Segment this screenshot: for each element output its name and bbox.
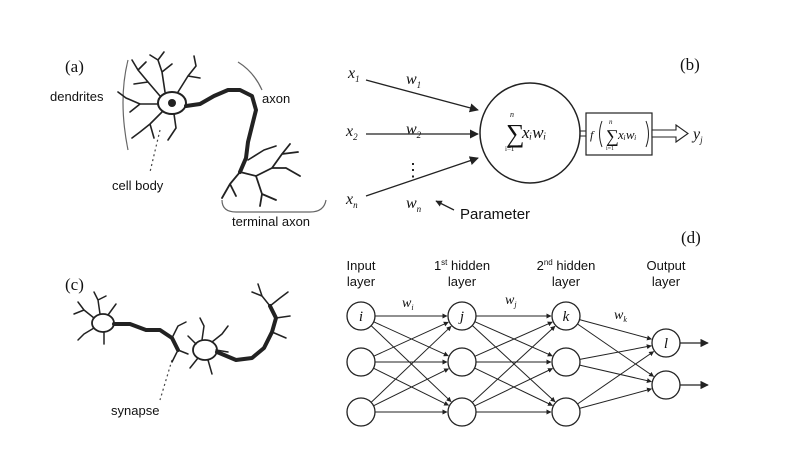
network-edge xyxy=(577,323,655,377)
panel-b: (b) x1 x2 xn w1 w2 wn ⋮ ∑ n i=1 xᵢwᵢ f ∑… xyxy=(345,55,703,223)
panel-b-label: (b) xyxy=(680,55,700,74)
hidden1-layer-label-line2: layer xyxy=(448,274,477,289)
input-arrow-n xyxy=(365,156,479,197)
input-x1: x1 xyxy=(347,65,360,84)
network-edge xyxy=(370,325,452,403)
input-layer-label-line1: Input xyxy=(347,258,376,273)
sum-lower-limit: i=1 xyxy=(505,145,515,153)
summation-node xyxy=(479,82,581,184)
network-node xyxy=(651,370,681,400)
network-node xyxy=(346,301,376,331)
dendrites-label: dendrites xyxy=(50,89,104,104)
network-node xyxy=(346,347,376,377)
network-edge xyxy=(373,321,449,357)
axon-bracket xyxy=(237,61,263,91)
panel-c-label: (c) xyxy=(65,275,84,294)
network-edge xyxy=(474,321,553,357)
network-edge xyxy=(370,325,452,403)
weight-wj: wj xyxy=(505,293,517,309)
network-edge xyxy=(373,368,450,407)
network-node xyxy=(346,397,376,427)
network-nodes: i j k l xyxy=(346,301,681,427)
network-node xyxy=(551,397,581,427)
terminal-axon-bracket xyxy=(221,199,327,213)
network-node-label: l xyxy=(664,336,668,352)
paren-left xyxy=(599,120,603,148)
synapse-neurons-icon xyxy=(73,283,291,375)
activation-function: f xyxy=(590,128,595,142)
sum-symbol: ∑ xyxy=(506,119,525,148)
paren-right xyxy=(645,120,649,148)
network-node xyxy=(551,347,581,377)
parameter-label: Parameter xyxy=(460,206,530,223)
weight-wn: wn xyxy=(406,195,422,214)
dendrites-bracket xyxy=(122,59,129,151)
network-node xyxy=(447,301,477,331)
hidden2-layer-label-line2: layer xyxy=(552,274,581,289)
hidden2-layer-label-line1: 2nd hidden xyxy=(537,258,596,273)
network-node xyxy=(447,347,477,377)
network-edge xyxy=(577,351,655,405)
weight-wk: wk xyxy=(614,308,627,324)
weight-w2: w2 xyxy=(406,121,422,140)
activation-sum-upper: n xyxy=(609,118,613,126)
network-node xyxy=(551,301,581,331)
biological-neuron-icon xyxy=(117,51,301,207)
network-edge xyxy=(471,325,556,403)
output-layer-label-line2: layer xyxy=(652,274,681,289)
network-edge xyxy=(471,325,556,403)
ellipsis-dots: ⋮ xyxy=(404,160,422,180)
output-yj: yj xyxy=(691,126,703,145)
synapse-pointer xyxy=(159,359,173,401)
input-layer-label-line2: layer xyxy=(347,274,376,289)
network-node xyxy=(447,397,477,427)
network-node-label: i xyxy=(359,309,363,325)
weight-w1: w1 xyxy=(406,71,421,90)
weight-wi: wi xyxy=(402,296,414,312)
input-xn: xn xyxy=(345,191,358,210)
panel-a: (a) dendrites axon cell body terminal ax… xyxy=(50,51,327,229)
network-edge xyxy=(579,364,652,384)
sum-expression: xᵢwᵢ xyxy=(521,123,546,142)
panel-d-label: (d) xyxy=(681,228,701,247)
activation-sum-symbol: ∑ xyxy=(606,126,619,146)
panel-c: (c) synapse xyxy=(65,275,291,418)
panel-d: (d) Input layer 1st hidden layer 2nd hid… xyxy=(346,228,709,427)
input-x2: x2 xyxy=(345,123,358,142)
panel-a-label: (a) xyxy=(65,57,84,76)
synapse-label: synapse xyxy=(111,403,159,418)
network-edge xyxy=(579,387,652,409)
cell-body-pointer xyxy=(149,129,161,173)
network-edge xyxy=(474,368,553,407)
parameter-arrow xyxy=(435,200,455,211)
network-edge xyxy=(579,344,652,360)
cell-body-label: cell body xyxy=(112,178,164,193)
input-arrow-1 xyxy=(365,79,479,113)
network-node-label: k xyxy=(563,309,570,325)
sum-upper-limit: n xyxy=(510,110,514,119)
axon-label: axon xyxy=(262,91,290,106)
activation-sum-lower: i=1 xyxy=(606,146,614,152)
network-connections xyxy=(370,313,655,415)
activation-sum-expression: xᵢwᵢ xyxy=(617,127,637,142)
network-edge xyxy=(579,319,652,341)
output-arrow xyxy=(651,123,689,144)
hidden1-layer-label-line1: 1st hidden xyxy=(434,258,490,273)
network-node-label: j xyxy=(458,309,464,325)
terminal-axon-label: terminal axon xyxy=(232,214,310,229)
output-layer-label-line1: Output xyxy=(646,258,685,273)
